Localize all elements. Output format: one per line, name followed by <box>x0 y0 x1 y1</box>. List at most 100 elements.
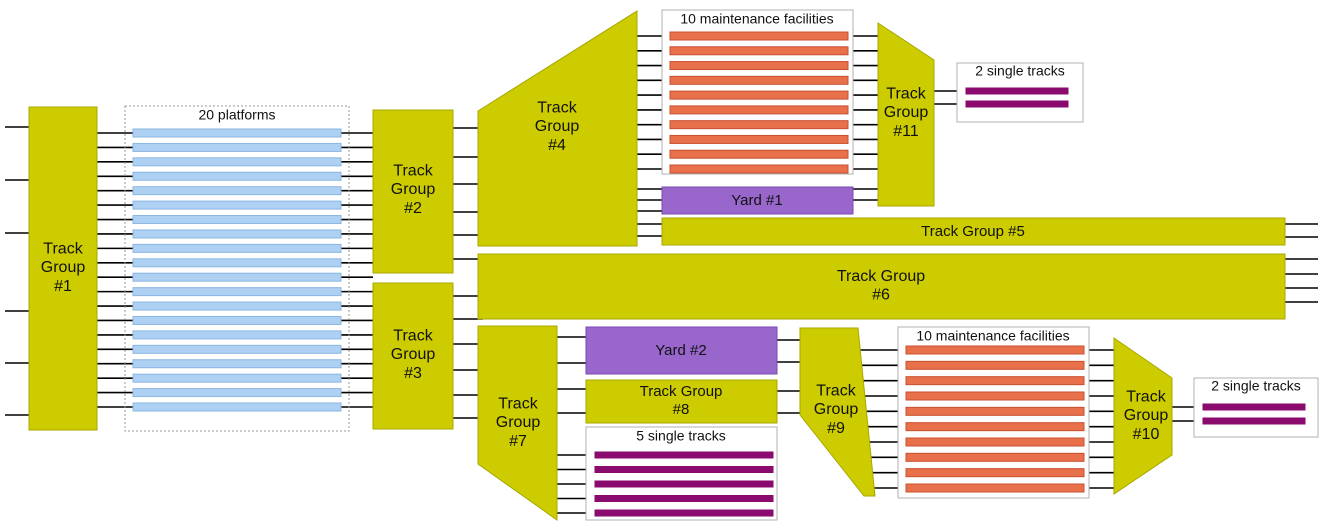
track-group-4 <box>477 10 638 247</box>
track-group-7-label-line-2: Group <box>496 414 541 431</box>
maintenance-facility <box>669 90 849 100</box>
yard-2 <box>585 326 778 375</box>
track-group-3 <box>372 282 454 430</box>
maintenance-facility <box>905 422 1085 432</box>
single-tracks-bottom-title: 2 single tracks <box>1211 378 1300 394</box>
maintenance-facility <box>669 134 849 144</box>
platform <box>132 186 342 196</box>
maintenance-facility <box>669 46 849 56</box>
platform <box>132 388 342 398</box>
track-group-8-label-line-1: Track Group <box>640 383 723 400</box>
track-group-2-label-line-1: Track <box>393 162 433 179</box>
track-group-1 <box>28 106 98 431</box>
maintenance-facility <box>905 406 1085 416</box>
track-group-11-label-line-2: Group <box>884 104 929 121</box>
single-track <box>1202 403 1306 411</box>
maintenance-facility <box>905 468 1085 478</box>
single-track <box>594 495 774 502</box>
track-group-11 <box>877 22 935 207</box>
maintenance-facility <box>669 105 849 115</box>
track-group-4-label-line-3: #4 <box>548 137 566 154</box>
track-group-1-label-line-2: Group <box>41 259 86 276</box>
yard-1-label: Yard #1 <box>731 192 782 209</box>
platform <box>132 373 342 383</box>
platform <box>132 315 342 325</box>
platform <box>132 142 342 152</box>
single-track <box>594 451 774 459</box>
track-group-5 <box>661 217 1286 246</box>
track-group-3-label-line-2: Group <box>391 346 436 363</box>
track-group-2-label-line-2: Group <box>391 181 436 198</box>
track-group-9-label-line-3: #9 <box>827 420 845 437</box>
track-group-11-label-line-3: #11 <box>893 123 919 140</box>
single-track <box>965 87 1069 95</box>
single-track <box>965 100 1069 108</box>
maintenance-facility <box>669 31 849 41</box>
track-group-2-label-line-3: #2 <box>404 200 422 217</box>
maintenance-bottom-title: 10 maintenance facilities <box>916 328 1069 344</box>
maintenance-facility <box>905 391 1085 401</box>
platform <box>132 344 342 354</box>
track-group-6-label-line-1: Track Group <box>837 268 925 285</box>
platform <box>132 171 342 181</box>
track-group-4-label-line-2: Group <box>535 118 580 135</box>
track-group-10-label-line-1: Track <box>1126 388 1166 405</box>
track-group-10-label-line-2: Group <box>1124 407 1169 424</box>
track-group-9 <box>799 327 876 497</box>
track-group-11-label-line-1: Track <box>886 85 926 102</box>
track-group-7 <box>477 325 558 521</box>
maintenance-facility <box>669 149 849 159</box>
maintenance-facility <box>905 483 1085 493</box>
platform <box>132 330 342 340</box>
single-track <box>594 509 774 517</box>
track-group-5-label: Track Group #5 <box>921 223 1025 240</box>
track-group-7-label-line-3: #7 <box>509 433 527 450</box>
maintenance-facility <box>905 376 1085 386</box>
single-track <box>594 480 774 488</box>
platform <box>132 229 342 239</box>
track-group-1-label-line-1: Track <box>43 240 83 257</box>
track-group-4-label-line-1: Track <box>537 99 577 116</box>
platform <box>132 157 342 167</box>
track-group-3-label-line-1: Track <box>393 327 433 344</box>
track-group-1-label-line-3: #1 <box>54 278 72 295</box>
platform <box>132 287 342 297</box>
yard-1 <box>661 186 854 215</box>
maintenance-top-title: 10 maintenance facilities <box>680 11 833 27</box>
platform <box>132 243 342 253</box>
track-group-6-label-line-2: #6 <box>872 287 890 304</box>
maintenance-facility <box>905 437 1085 447</box>
maintenance-facility <box>905 345 1085 355</box>
track-group-2 <box>372 109 454 274</box>
track-group-9-label-line-1: Track <box>816 382 856 399</box>
platform <box>132 128 342 138</box>
maintenance-facility <box>669 120 849 130</box>
track-group-6 <box>477 253 1286 320</box>
platform <box>132 402 342 412</box>
platform <box>132 301 342 311</box>
platforms-box <box>124 105 350 432</box>
single-tracks-mid-box <box>585 426 778 521</box>
single-track <box>594 466 774 473</box>
yard-2-label: Yard #2 <box>655 342 706 359</box>
single-tracks-top-title: 2 single tracks <box>975 63 1064 79</box>
platform <box>132 258 342 268</box>
platform <box>132 215 342 225</box>
track-group-7-label-line-1: Track <box>498 395 538 412</box>
track-group-10 <box>1113 337 1173 495</box>
platform <box>132 272 342 282</box>
platform <box>132 200 342 210</box>
track-group-10-label-line-3: #10 <box>1133 426 1160 443</box>
track-group-8-label-line-2: #8 <box>673 401 690 418</box>
maintenance-facility <box>669 164 849 174</box>
single-track <box>1202 417 1306 425</box>
platforms-title: 20 platforms <box>198 107 275 123</box>
track-group-9-label-line-2: Group <box>814 401 859 418</box>
maintenance-facility <box>905 452 1085 462</box>
track-group-8 <box>585 379 778 424</box>
diagram-shapes <box>28 9 1319 521</box>
platform <box>132 359 342 369</box>
track-group-3-label-line-3: #3 <box>404 365 422 382</box>
maintenance-facility <box>669 75 849 85</box>
